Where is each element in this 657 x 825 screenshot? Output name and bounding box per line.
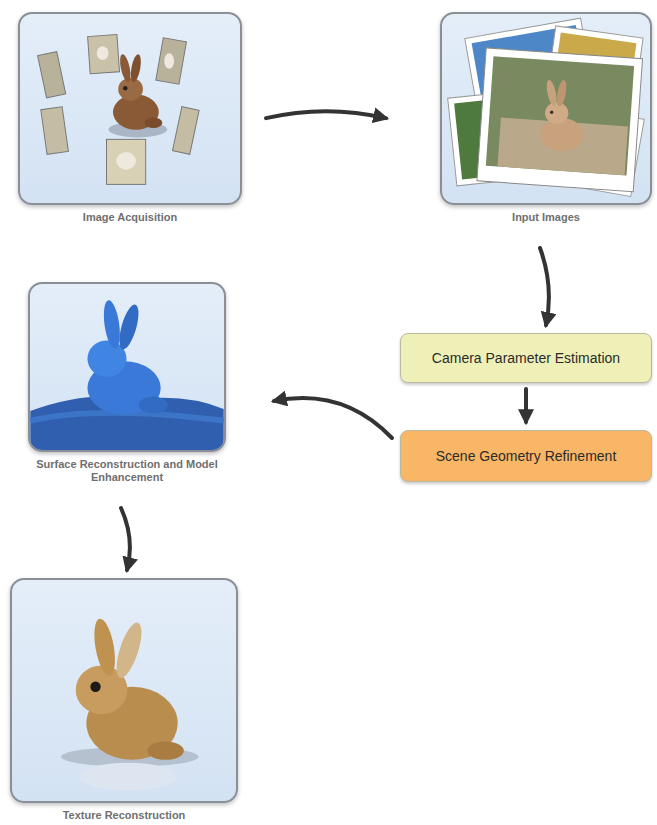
illustration-panel (440, 12, 652, 205)
illustration-panel (28, 282, 226, 452)
illustration (442, 14, 650, 203)
illustration (12, 580, 236, 801)
flow-arrow (540, 248, 549, 325)
panel-caption: Texture Reconstruction (10, 809, 238, 822)
process-box: Scene Geometry Refinement (400, 430, 652, 482)
box-label: Camera Parameter Estimation (432, 350, 620, 366)
surface-panel: Surface Reconstruction and Model Enhance… (28, 282, 226, 484)
process-box: Camera Parameter Estimation (400, 333, 652, 383)
box-label: Scene Geometry Refinement (436, 448, 617, 464)
panel-caption: Surface Reconstruction and Model Enhance… (28, 458, 226, 484)
flow-arrow (266, 111, 386, 118)
texture-panel: Texture Reconstruction (10, 578, 238, 822)
flow-arrow (524, 389, 528, 422)
panel-caption: Input Images (440, 211, 652, 224)
illustration (30, 284, 224, 450)
illustration (20, 14, 240, 203)
illustration-panel (18, 12, 242, 205)
flow-arrow (274, 398, 392, 438)
illustration-panel (10, 578, 238, 803)
input-images-panel: Input Images (440, 12, 652, 224)
acquisition-panel: Image Acquisition (18, 12, 242, 224)
panel-caption: Image Acquisition (18, 211, 242, 224)
flow-arrow (121, 508, 130, 570)
